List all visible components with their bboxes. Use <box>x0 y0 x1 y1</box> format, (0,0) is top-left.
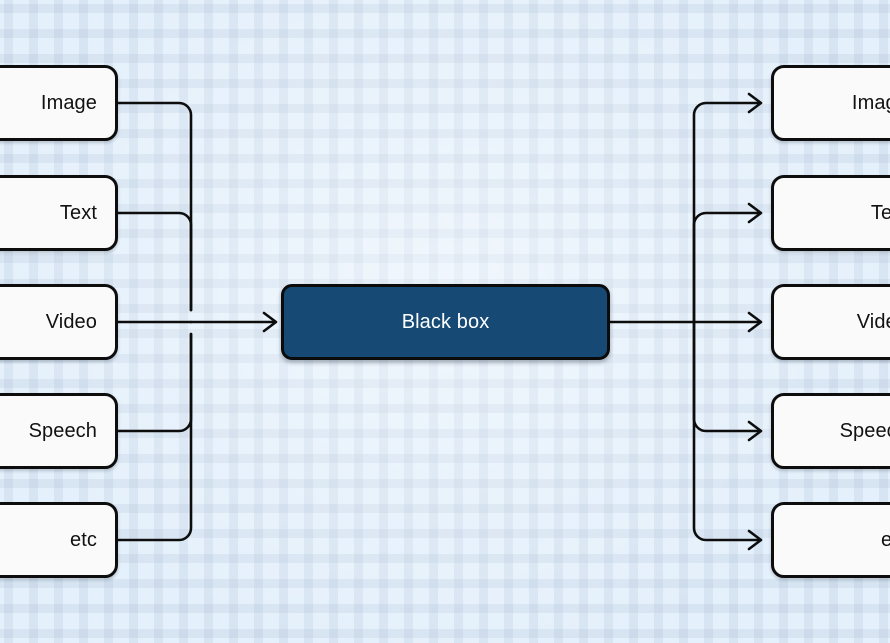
input-node-speech[interactable]: Speech <box>0 393 118 469</box>
output-node-image-label: Image <box>851 92 890 114</box>
output-node-text-label: Text <box>870 202 890 224</box>
edge-input-etc <box>116 332 193 542</box>
edge-input-speech <box>116 332 193 433</box>
output-node-etc-label: etc <box>881 529 890 551</box>
input-node-text[interactable]: Text <box>0 175 118 251</box>
output-node-speech[interactable]: Speech <box>771 393 890 469</box>
output-node-speech-label: Speech <box>839 420 890 442</box>
input-node-video[interactable]: Video <box>0 284 118 360</box>
output-node-image[interactable]: Image <box>771 65 890 141</box>
output-node-video-label: Video <box>856 311 890 333</box>
edge-output-etc <box>692 320 760 542</box>
input-node-video-label: Video <box>45 311 97 333</box>
output-node-text[interactable]: Text <box>771 175 890 251</box>
edge-output-text <box>692 211 760 324</box>
output-node-video[interactable]: Video <box>771 284 890 360</box>
arrowhead-into-blackbox <box>262 311 278 333</box>
input-node-speech-label: Speech <box>28 420 97 442</box>
arrowhead-output-speech <box>747 420 763 442</box>
input-node-etc-label: etc <box>70 529 97 551</box>
arrowhead-output-etc <box>747 529 763 551</box>
arrowhead-output-video <box>747 311 763 333</box>
black-box-label: Black box <box>401 311 490 333</box>
black-box-node[interactable]: Black box <box>281 284 610 360</box>
edge-output-image <box>692 101 760 324</box>
arrowhead-output-text <box>747 202 763 224</box>
input-node-etc[interactable]: etc <box>0 502 118 578</box>
output-node-etc[interactable]: etc <box>771 502 890 578</box>
input-node-image[interactable]: Image <box>0 65 118 141</box>
edge-input-text <box>116 211 193 312</box>
edge-input-image <box>116 101 193 312</box>
arrowhead-output-image <box>747 92 763 114</box>
input-node-text-label: Text <box>59 202 97 224</box>
edge-output-speech <box>692 320 760 433</box>
input-node-image-label: Image <box>40 92 97 114</box>
